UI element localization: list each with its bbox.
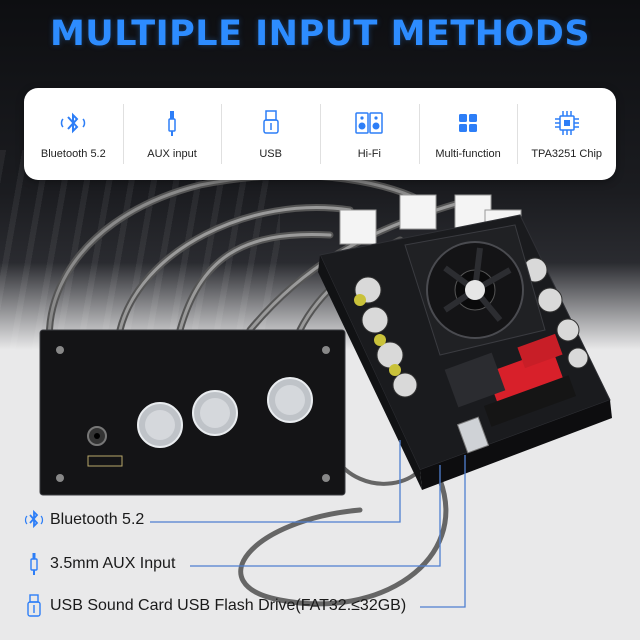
usb-icon — [262, 110, 279, 134]
page-title: MULTIPLE INPUT METHODS — [49, 14, 591, 54]
feature-label: AUX input — [147, 148, 197, 160]
speakers-icon — [355, 112, 384, 134]
amplifier-board — [318, 214, 612, 490]
feature-bluetooth: Bluetooth 5.2 — [24, 88, 123, 180]
chip-icon — [554, 111, 579, 135]
bluetooth-icon — [61, 112, 86, 134]
feature-label: USB — [259, 148, 282, 160]
cooling-fan — [404, 224, 546, 356]
feature-bar: Bluetooth 5.2 AUX input USB — [24, 88, 616, 180]
callout-label: USB Sound Card USB Flash Drive(FAT32.≤32… — [50, 597, 407, 614]
feature-aux: AUX input — [122, 88, 222, 180]
feature-label: Hi-Fi — [357, 148, 381, 160]
feature-multi-function: Multi-function — [418, 88, 518, 180]
callout-label: 3.5mm AUX Input — [50, 555, 176, 572]
aux-jack-icon — [168, 111, 176, 136]
control-panel — [39, 329, 346, 496]
aux-jack-icon — [30, 553, 38, 575]
feature-label: Bluetooth 5.2 — [40, 148, 106, 160]
callout-leader-lines — [150, 440, 466, 608]
callout-bluetooth: Bluetooth 5.2 — [24, 508, 144, 532]
tuning-knobs — [137, 377, 313, 448]
feature-hifi: Hi-Fi — [320, 88, 419, 180]
feature-usb: USB — [221, 88, 320, 180]
feature-label: TPA3251 Chip — [531, 148, 603, 160]
feature-label: Multi-function — [435, 148, 501, 160]
grid-icon — [459, 114, 478, 132]
bluetooth-icon — [24, 509, 44, 529]
callout-aux: 3.5mm AUX Input — [24, 552, 175, 576]
callout-label: Bluetooth 5.2 — [50, 511, 145, 528]
feature-chip: TPA3251 Chip — [517, 88, 616, 180]
callout-usb: USB Sound Card USB Flash Drive(FAT32.≤32… — [24, 594, 406, 618]
usb-icon — [27, 594, 41, 617]
